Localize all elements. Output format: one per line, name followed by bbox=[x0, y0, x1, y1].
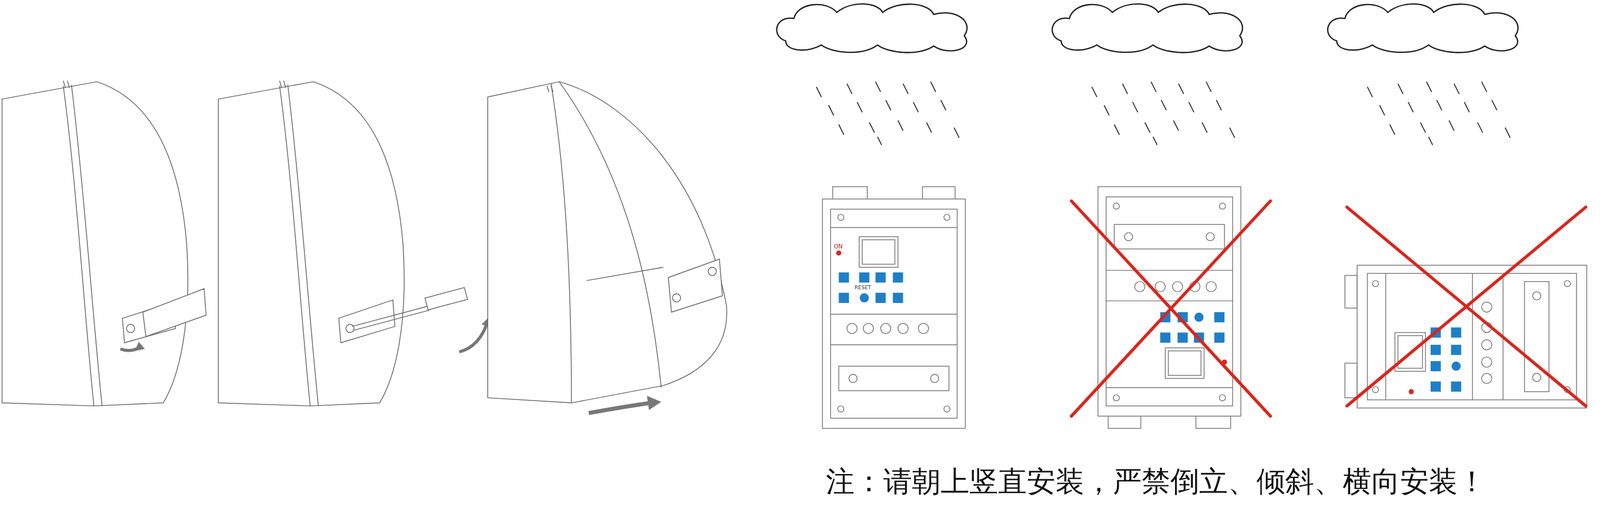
indicator-label: ON bbox=[833, 243, 843, 250]
note-text: 注：请朝上竖直安装，严禁倒立、倾斜、横向安装！ bbox=[825, 466, 1487, 498]
button-label: RESET bbox=[854, 285, 872, 292]
